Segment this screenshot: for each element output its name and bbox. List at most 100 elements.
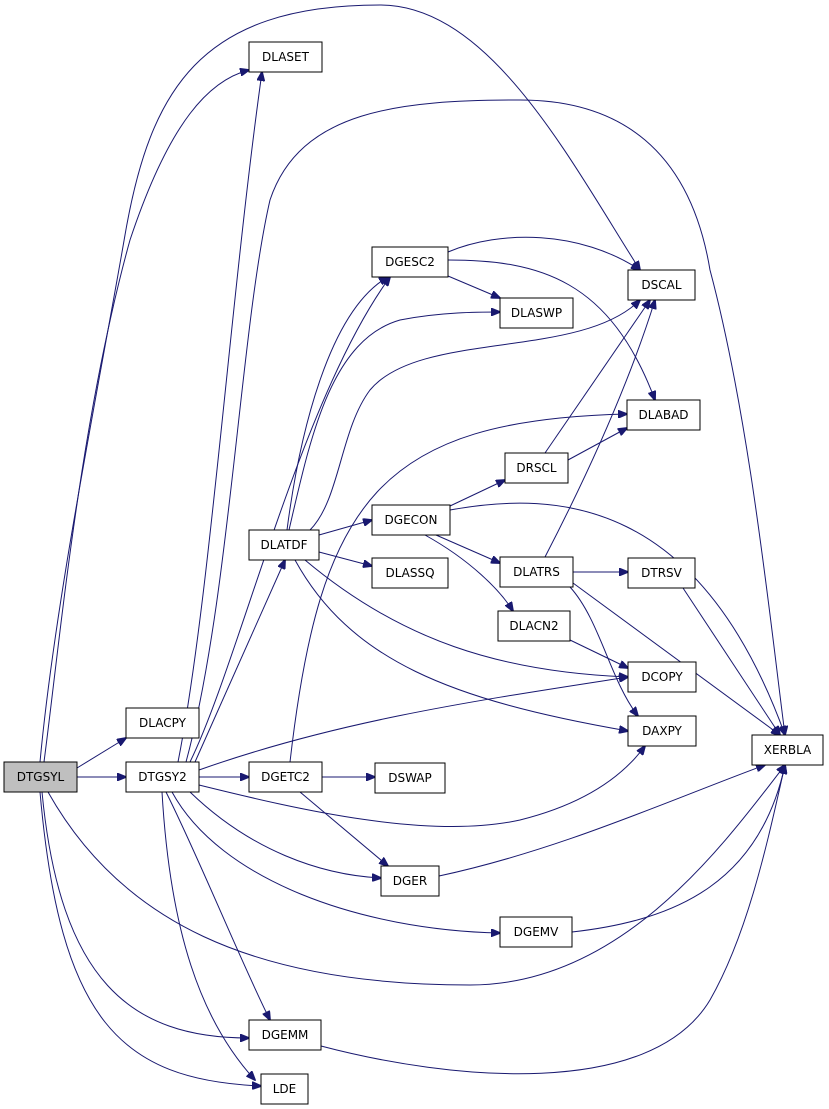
edge-dgecon-to-dlacn2 (424, 534, 513, 611)
node-box[interactable] (260, 1073, 309, 1105)
node-box[interactable] (248, 41, 323, 73)
node-box[interactable] (248, 761, 323, 793)
edge-dgesc2-to-dlabad (447, 259, 655, 400)
node-label: DAXPY (642, 724, 682, 738)
node-label: DGER (393, 874, 427, 888)
node-xerbla[interactable]: XERBLA (751, 734, 824, 766)
node-label: DLACN2 (509, 619, 558, 633)
node-dlatrs[interactable]: DLATRS (499, 556, 574, 588)
node-dlacn2[interactable]: DLACN2 (497, 610, 571, 642)
node-box[interactable] (497, 610, 571, 642)
node-dgetc2[interactable]: DGETC2 (248, 761, 323, 793)
node-box[interactable] (248, 529, 320, 561)
edge-dtgsyl-to-dlaset (43, 70, 249, 763)
node-dgesc2[interactable]: DGESC2 (371, 246, 449, 278)
node-daxpy[interactable]: DAXPY (627, 715, 697, 747)
node-box[interactable] (626, 399, 701, 431)
node-box[interactable] (627, 269, 696, 301)
node-dger[interactable]: DGER (380, 865, 440, 897)
node-box[interactable] (374, 762, 446, 794)
edge-dtgsy2-to-daxpy (198, 746, 645, 827)
node-box[interactable] (380, 865, 440, 897)
node-label: DLABAD (638, 408, 688, 422)
node-box[interactable] (627, 715, 697, 747)
node-dlassq[interactable]: DLASSQ (371, 557, 449, 589)
edge-dgesc2-to-dlaswp (447, 275, 500, 298)
node-dswap[interactable]: DSWAP (374, 762, 446, 794)
edge-dlatdf-to-dlaswp (288, 312, 500, 531)
node-label: DCOPY (641, 670, 683, 684)
node-box[interactable] (627, 661, 697, 693)
node-drscl[interactable]: DRSCL (504, 452, 569, 484)
edge-dtgsyl-to-lde (39, 791, 261, 1086)
node-dlaswp[interactable]: DLASWP (499, 297, 574, 329)
node-dgemv[interactable]: DGEMV (499, 916, 573, 948)
node-label: DTGSYL (17, 770, 65, 784)
node-box[interactable] (504, 452, 569, 484)
edge-dlacn2-to-dcopy (569, 639, 628, 668)
edge-dtgsy2-to-dgemv (171, 791, 500, 933)
node-dlacpy[interactable]: DLACPY (125, 707, 200, 739)
node-box[interactable] (125, 761, 200, 793)
node-box[interactable] (499, 556, 574, 588)
edge-dtgsyl-to-dlacpy (76, 738, 126, 769)
edge-dgetc2-to-dlabad (289, 414, 627, 763)
node-label: DLACPY (139, 716, 187, 730)
node-box[interactable] (371, 504, 451, 536)
node-label: DGETC2 (261, 770, 310, 784)
node-label: DLATRS (513, 565, 560, 579)
nodes: DTGSYL DLACPY DTGSY2 DLASET DSCAL DGESC2DLASW… (3, 41, 824, 1105)
node-box[interactable] (499, 916, 573, 948)
node-dtgsy2[interactable]: DTGSY2 (125, 761, 200, 793)
edge-dger-to-xerbla (438, 765, 765, 877)
edge-dlatdf-to-dscal (309, 300, 640, 531)
node-label: DGEMM (262, 1028, 309, 1042)
edge-dgecon-to-drscl (449, 480, 505, 507)
edge-dlatdf-to-dcopy (304, 559, 628, 677)
edge-dtgsy2-to-dscal (185, 99, 785, 763)
node-dgemm[interactable]: DGEMM (248, 1019, 322, 1051)
node-box[interactable] (499, 297, 574, 329)
edge-dgetc2-to-dger (299, 791, 388, 866)
edge-dtrsv-to-xerbla (682, 587, 780, 735)
node-dscal[interactable]: DSCAL (627, 269, 696, 301)
edge-dlatdf-to-dgecon (318, 520, 372, 536)
edge-dlatrs-to-xerbla (572, 582, 780, 735)
edges (39, 4, 785, 1086)
edge-dgemm-to-xerbla (320, 765, 785, 1075)
edge-dtgsy2-to-dlatdf (194, 560, 285, 763)
node-label: DLATDF (261, 538, 308, 552)
edge-dlatrs-to-dscal (544, 300, 655, 558)
node-box[interactable] (371, 246, 449, 278)
node-box[interactable] (751, 734, 824, 766)
edge-dlatdf-to-dgesc2 (286, 277, 388, 531)
node-dtgsyl[interactable]: DTGSYL (3, 761, 78, 793)
node-box[interactable] (627, 557, 696, 589)
node-box[interactable] (125, 707, 200, 739)
node-dlatdf[interactable]: DLATDF (248, 529, 320, 561)
node-box[interactable] (248, 1019, 322, 1051)
node-label: DGECON (385, 513, 438, 527)
node-box[interactable] (371, 557, 449, 589)
node-label: DSWAP (388, 771, 432, 785)
node-label: DRSCL (516, 461, 557, 475)
node-dgecon[interactable]: DGECON (371, 504, 451, 536)
node-dcopy[interactable]: DCOPY (627, 661, 697, 693)
node-label: DSCAL (641, 278, 681, 292)
node-label: LDE (273, 1082, 297, 1096)
node-dlaset[interactable]: DLASET (248, 41, 323, 73)
edge-dlatrs-to-daxpy (569, 586, 638, 716)
edge-drscl-to-dlabad (567, 428, 627, 461)
edge-dtgsy2-to-dgesc2 (189, 277, 390, 763)
edge-dtgsyl-to-dscal (39, 4, 640, 763)
edge-dlatdf-to-daxpy (294, 559, 628, 731)
node-label: DTGSY2 (138, 770, 186, 784)
node-label: DLASET (262, 50, 310, 64)
node-dlabad[interactable]: DLABAD (626, 399, 701, 431)
node-label: DLASSQ (385, 566, 434, 580)
edge-dtgsy2-to-lde (161, 791, 255, 1080)
node-box[interactable] (3, 761, 78, 793)
node-lde[interactable]: LDE (260, 1073, 309, 1105)
node-dtrsv[interactable]: DTRSV (627, 557, 696, 589)
